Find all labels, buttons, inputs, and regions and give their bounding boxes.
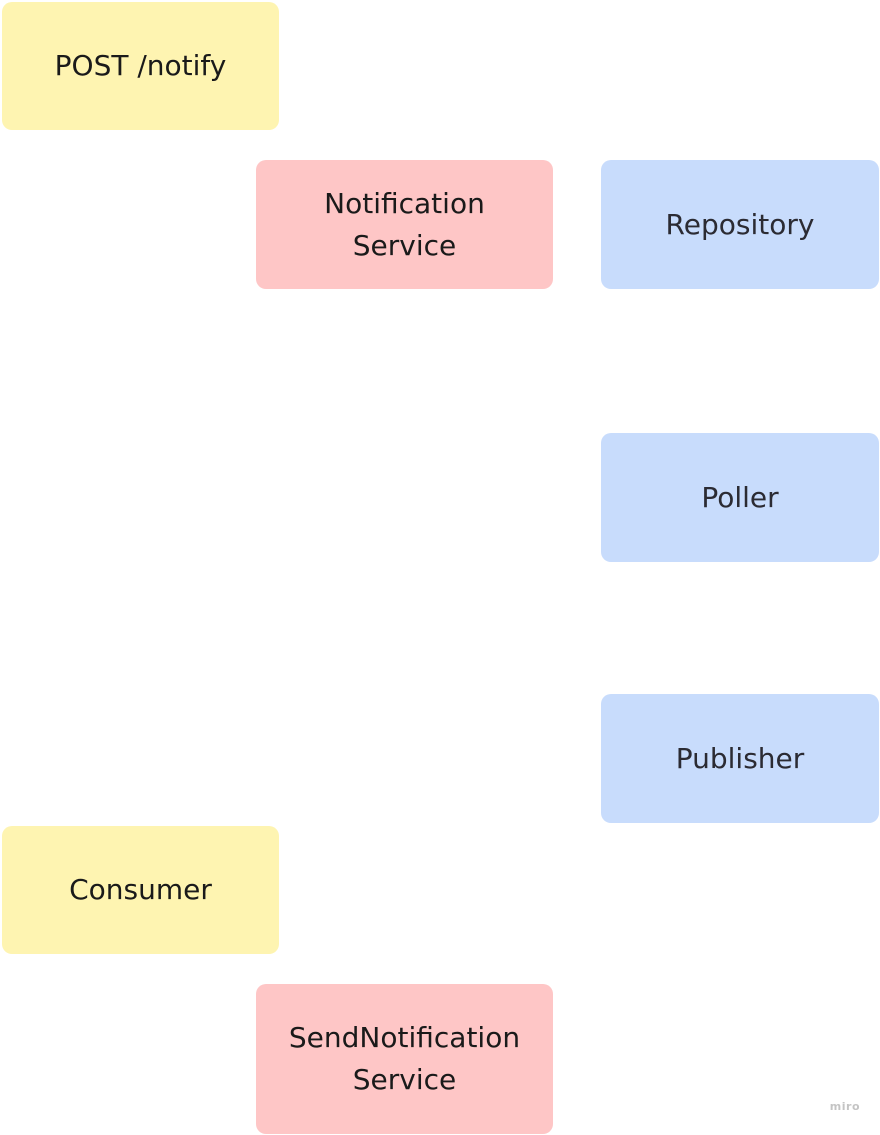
publisher-label: Publisher: [675, 741, 805, 775]
notification-service-label: Notification Service: [324, 186, 485, 262]
send-notification-service-label: SendNotification Service: [288, 1021, 521, 1096]
consumer-card[interactable]: Consumer: [2, 826, 279, 954]
poller-card[interactable]: Poller: [601, 433, 879, 562]
publisher-card[interactable]: Publisher: [601, 694, 879, 823]
send-notification-service-card[interactable]: SendNotification Service: [256, 984, 553, 1134]
poller-label: Poller: [701, 480, 779, 514]
miro-watermark: miro: [829, 1100, 860, 1113]
post-notify-card[interactable]: POST /notify: [2, 2, 279, 130]
repository-card[interactable]: Repository: [601, 160, 879, 289]
notification-service-card[interactable]: Notification Service: [256, 160, 553, 289]
consumer-label: Consumer: [69, 873, 212, 906]
post-notify-label: POST /notify: [54, 49, 227, 82]
repository-label: Repository: [665, 207, 815, 241]
